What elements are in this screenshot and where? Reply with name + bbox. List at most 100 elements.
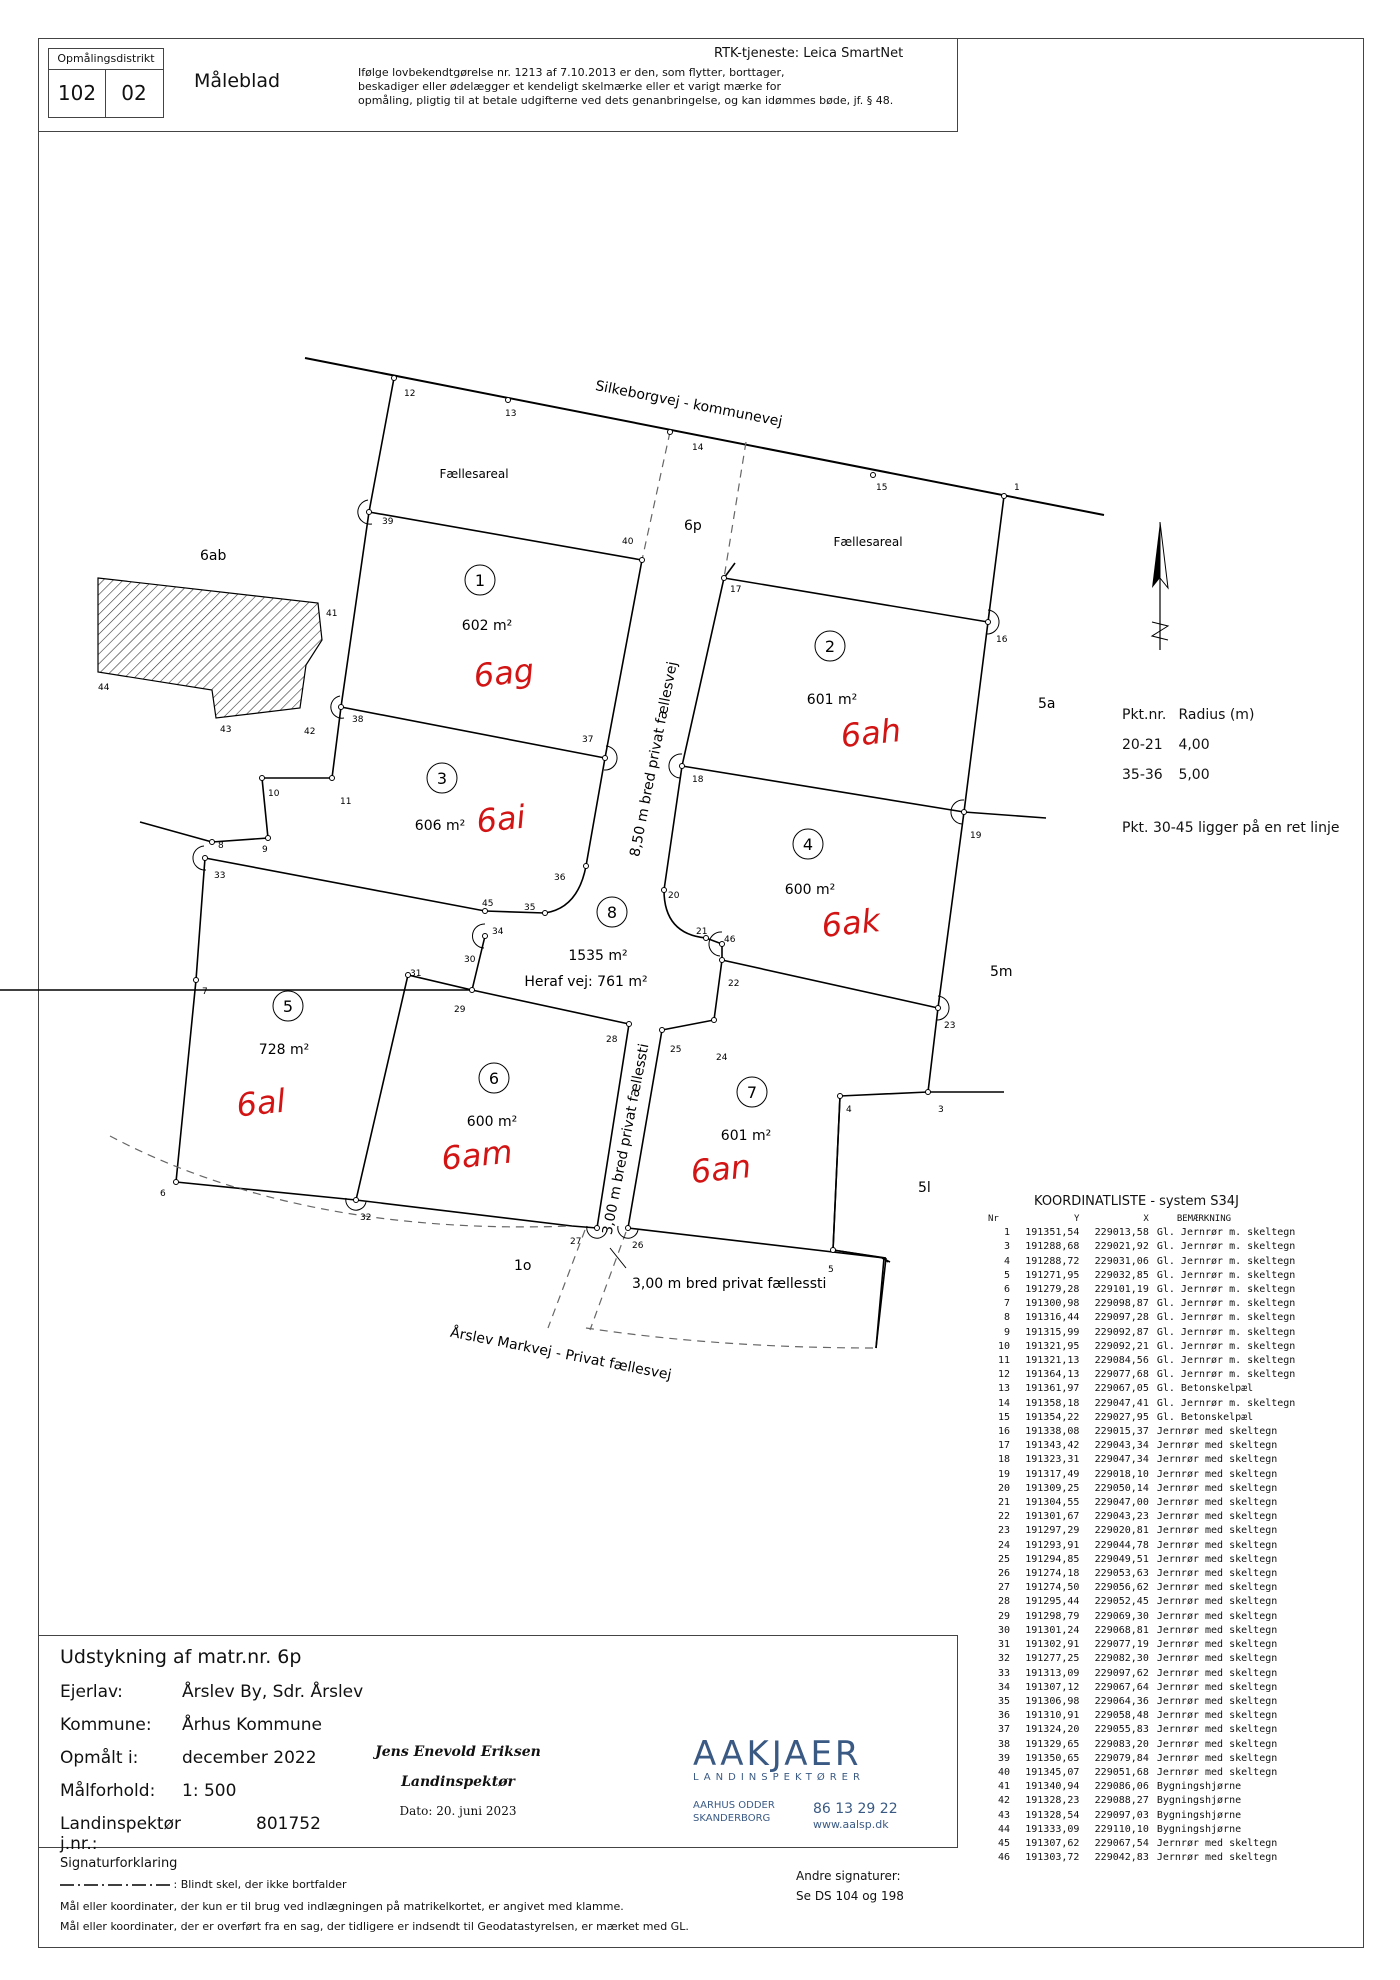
coordinate-y: 191303,72 <box>1025 1852 1080 1864</box>
coordinate-nr: 28 <box>997 1596 1010 1608</box>
radius-value: 5,00 <box>1178 767 1210 783</box>
coordinate-nr: 26 <box>997 1568 1010 1580</box>
coordinate-nr: 20 <box>997 1482 1010 1494</box>
coordinate-remark: Gl. Jernrør m. skeltegn <box>1156 1227 1296 1239</box>
lot-matr: 6ai <box>475 798 528 841</box>
coordinate-x: 229044,78 <box>1094 1539 1149 1551</box>
coordinate-remark: Gl. Jernrør m. skeltegn <box>1156 1326 1296 1338</box>
point-number: 28 <box>606 1035 618 1045</box>
coordinate-remark: Jernrør med skeltegn <box>1156 1582 1278 1594</box>
coordinate-x: 229015,37 <box>1094 1426 1149 1438</box>
coordinate-header: BEMÆRKNING <box>1176 1214 1232 1224</box>
coordinate-remark: Jernrør med skeltegn <box>1156 1511 1278 1523</box>
coordinate-remark: Gl. Jernrør m. skeltegn <box>1156 1397 1296 1409</box>
coordinate-nr: 14 <box>997 1397 1010 1409</box>
coordinate-y: 191364,13 <box>1025 1369 1080 1381</box>
coordinate-x: 229058,48 <box>1094 1710 1149 1722</box>
coordinate-nr: 34 <box>997 1681 1010 1693</box>
coordinate-header: Y <box>1074 1214 1080 1224</box>
district-box: Opmålingsdistrikt 102 02 <box>48 48 164 118</box>
coordinate-y: 191343,42 <box>1025 1440 1080 1452</box>
coordinate-nr: 6 <box>1003 1284 1010 1296</box>
coordinate-y: 191329,65 <box>1025 1738 1080 1750</box>
coordinate-remark: Jernrør med skeltegn <box>1156 1639 1278 1651</box>
point-number: 45 <box>482 899 493 909</box>
lot-matr: 6an <box>689 1147 753 1191</box>
point-number: 41 <box>326 609 337 619</box>
radius-pkt: 20-21 <box>1122 737 1163 753</box>
lot-area: 600 m² <box>785 882 835 898</box>
coordinate-remark: Jernrør med skeltegn <box>1156 1440 1278 1452</box>
logo-city: AARHUS ODDER <box>693 1800 775 1811</box>
lot-matr: 6al <box>235 1082 288 1125</box>
coordinate-nr: 25 <box>997 1553 1010 1565</box>
coordinate-nr: 10 <box>997 1340 1010 1352</box>
rtk-service: RTK-tjeneste: Leica SmartNet <box>714 46 904 61</box>
coordinate-x: 229027,95 <box>1094 1411 1149 1423</box>
coordinate-nr: 7 <box>1003 1298 1010 1310</box>
coordinate-x: 229067,05 <box>1094 1383 1149 1395</box>
point-number: 5 <box>828 1265 834 1275</box>
coordinate-x: 229013,58 <box>1094 1227 1149 1239</box>
point-numbers: 1 3 4 5 6 7 8 9 10 11 12 13 14 15 16 17 … <box>98 389 1020 1275</box>
radius-header: Pkt.nr. Radius (m) <box>1122 700 1254 730</box>
coordinate-y: 191321,13 <box>1025 1355 1080 1367</box>
other-signatures-title: Andre signaturer: <box>796 1869 901 1883</box>
coordinate-header: X <box>1143 1214 1149 1224</box>
sheet-title: Måleblad <box>194 70 281 92</box>
info-value: Årslev By, Sdr. Årslev <box>182 1682 364 1702</box>
lot-number: 3 <box>437 769 447 788</box>
point-number: 27 <box>570 1237 581 1247</box>
lot-road-area: Heraf vej: 761 m² <box>524 974 647 990</box>
company-logo: AAKJAER LANDINSPEKTØRER AARHUS ODDER SKA… <box>693 1734 923 1831</box>
point-number: 1 <box>1014 483 1020 493</box>
point-number: 38 <box>352 715 364 725</box>
lot-area: 601 m² <box>807 692 857 708</box>
lot-area: 600 m² <box>467 1114 517 1130</box>
point-number: 23 <box>944 1021 955 1031</box>
coordinate-nr: 39 <box>997 1752 1010 1764</box>
coordinate-remark: Jernrør med skeltegn <box>1156 1624 1278 1636</box>
coordinate-nr: 9 <box>1003 1326 1010 1338</box>
coordinate-remark: Jernrør med skeltegn <box>1156 1482 1278 1494</box>
coordinate-nr: 42 <box>997 1795 1010 1807</box>
coordinate-remark: Jernrør med skeltegn <box>1156 1837 1278 1849</box>
coordinate-x: 229097,28 <box>1094 1312 1149 1324</box>
logo-web: www.aalsp.dk <box>813 1818 889 1831</box>
coordinate-x: 229079,84 <box>1094 1752 1149 1764</box>
path-south-label: 3,00 m bred privat fællessti <box>632 1276 826 1292</box>
radius-value: 4,00 <box>1178 737 1210 753</box>
point-number: 34 <box>492 927 504 937</box>
coordinate-y: 191288,68 <box>1025 1241 1080 1253</box>
coordinate-remark: Jernrør med skeltegn <box>1156 1596 1278 1608</box>
coordinate-y: 191315,99 <box>1025 1326 1080 1338</box>
coordinate-y: 191323,31 <box>1025 1454 1080 1466</box>
lot-area: 1535 m² <box>568 948 627 964</box>
point-number: 32 <box>360 1213 371 1223</box>
coordinate-nr: 4 <box>1003 1255 1010 1267</box>
coordinate-x: 229077,68 <box>1094 1369 1149 1381</box>
legend-line: : Blindt skel, der ikke bortfalder <box>60 1878 347 1891</box>
coordinate-nr: 17 <box>997 1440 1010 1452</box>
point-number: 4 <box>846 1105 852 1115</box>
coordinate-x: 229053,63 <box>1094 1568 1149 1580</box>
radius-table: Pkt.nr. Radius (m) 20-21 4,00 35-36 5,00 <box>1122 700 1254 790</box>
point-number: 16 <box>996 635 1008 645</box>
coordinate-x: 229043,23 <box>1094 1511 1149 1523</box>
point-number: 22 <box>728 979 739 989</box>
point-number: 3 <box>938 1105 944 1115</box>
point-number: 14 <box>692 443 704 453</box>
law-notice: Ifølge lovbekendtgørelse nr. 1213 af 7.1… <box>358 66 958 108</box>
coordinate-x: 229077,19 <box>1094 1639 1149 1651</box>
coordinate-y: 191358,18 <box>1025 1397 1080 1409</box>
